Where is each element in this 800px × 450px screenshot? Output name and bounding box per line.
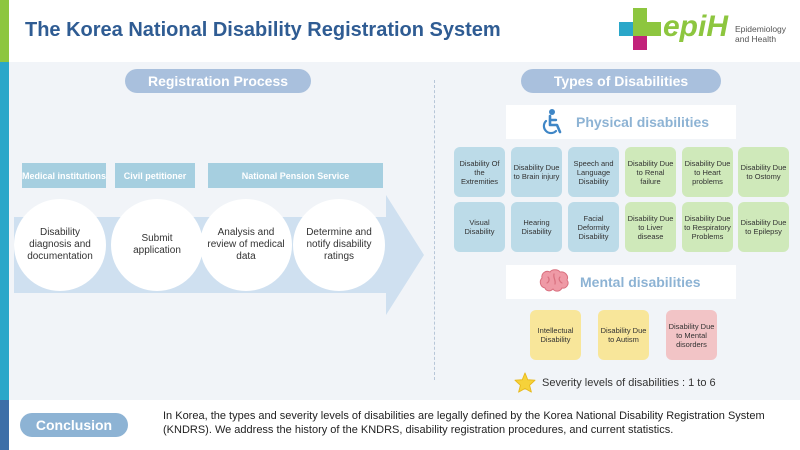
- physical-tile: Disability Of the Extremities: [454, 147, 505, 197]
- physical-tile: Disability Due to Respiratory Problems: [682, 202, 733, 252]
- conclusion-text: In Korea, the types and severity levels …: [163, 410, 765, 436]
- physical-tile: Facial Deformity Disability: [568, 202, 619, 252]
- physical-disabilities-title: Physical disabilities: [576, 114, 710, 130]
- step-determine-notify: Determine and notify disability ratings: [293, 199, 385, 291]
- severity-text: Severity levels of disabilities : 1 to 6: [542, 376, 716, 389]
- mental-disabilities-band: Mental disabilities: [506, 265, 736, 299]
- physical-tile: Disability Due to Brain injury: [511, 147, 562, 197]
- step-submit-application: Submit application: [111, 199, 203, 291]
- physical-tile: Hearing Disability: [511, 202, 562, 252]
- physical-disabilities-band: Physical disabilities: [506, 105, 736, 139]
- left-accent-bar: [0, 0, 9, 450]
- severity-note: Severity levels of disabilities : 1 to 6: [514, 372, 716, 393]
- label-national-pension-service: National Pension Service: [208, 163, 383, 188]
- physical-tile: Disability Due to Epilepsy: [738, 202, 789, 252]
- step-diagnosis: Disability diagnosis and documentation: [14, 199, 106, 291]
- physical-tile: Disability Due to Heart problems: [682, 147, 733, 197]
- tile-intellectual-disability: Intellectual Disability: [530, 310, 581, 360]
- tile-mental-disorders: Disability Due to Mental disorders: [666, 310, 717, 360]
- section-divider: [434, 80, 435, 380]
- physical-tile: Speech and Language Disability: [568, 147, 619, 197]
- label-civil-petitioner: Civil petitioner: [115, 163, 195, 188]
- star-icon: [514, 372, 536, 393]
- wheelchair-icon: [542, 109, 562, 135]
- brain-icon: [539, 269, 569, 292]
- logo-text: epiH: [663, 10, 729, 43]
- label-medical-institutions: Medical institutions: [22, 163, 106, 188]
- header: The Korea National Disability Registrati…: [9, 0, 800, 62]
- physical-tile: Disability Due to Renal failure: [625, 147, 676, 197]
- conclusion-label: Conclusion: [20, 413, 128, 437]
- types-heading: Types of Disabilities: [521, 69, 721, 93]
- registration-process-heading: Registration Process: [125, 69, 311, 93]
- logo-subtitle: Epidemiology and Health: [735, 24, 787, 44]
- physical-tile: Visual Disability: [454, 202, 505, 252]
- page-title: The Korea National Disability Registrati…: [25, 19, 501, 41]
- physical-tile: Disability Due to Liver disease: [625, 202, 676, 252]
- mental-disabilities-title: Mental disabilities: [580, 274, 701, 290]
- tile-autism: Disability Due to Autism: [598, 310, 649, 360]
- physical-tile: Disability Due to Ostomy: [738, 147, 789, 197]
- journal-logo: epiH Epidemiology and Health: [615, 6, 795, 56]
- step-analysis-review: Analysis and review of medical data: [200, 199, 292, 291]
- conclusion-footer: Conclusion In Korea, the types and sever…: [9, 400, 800, 450]
